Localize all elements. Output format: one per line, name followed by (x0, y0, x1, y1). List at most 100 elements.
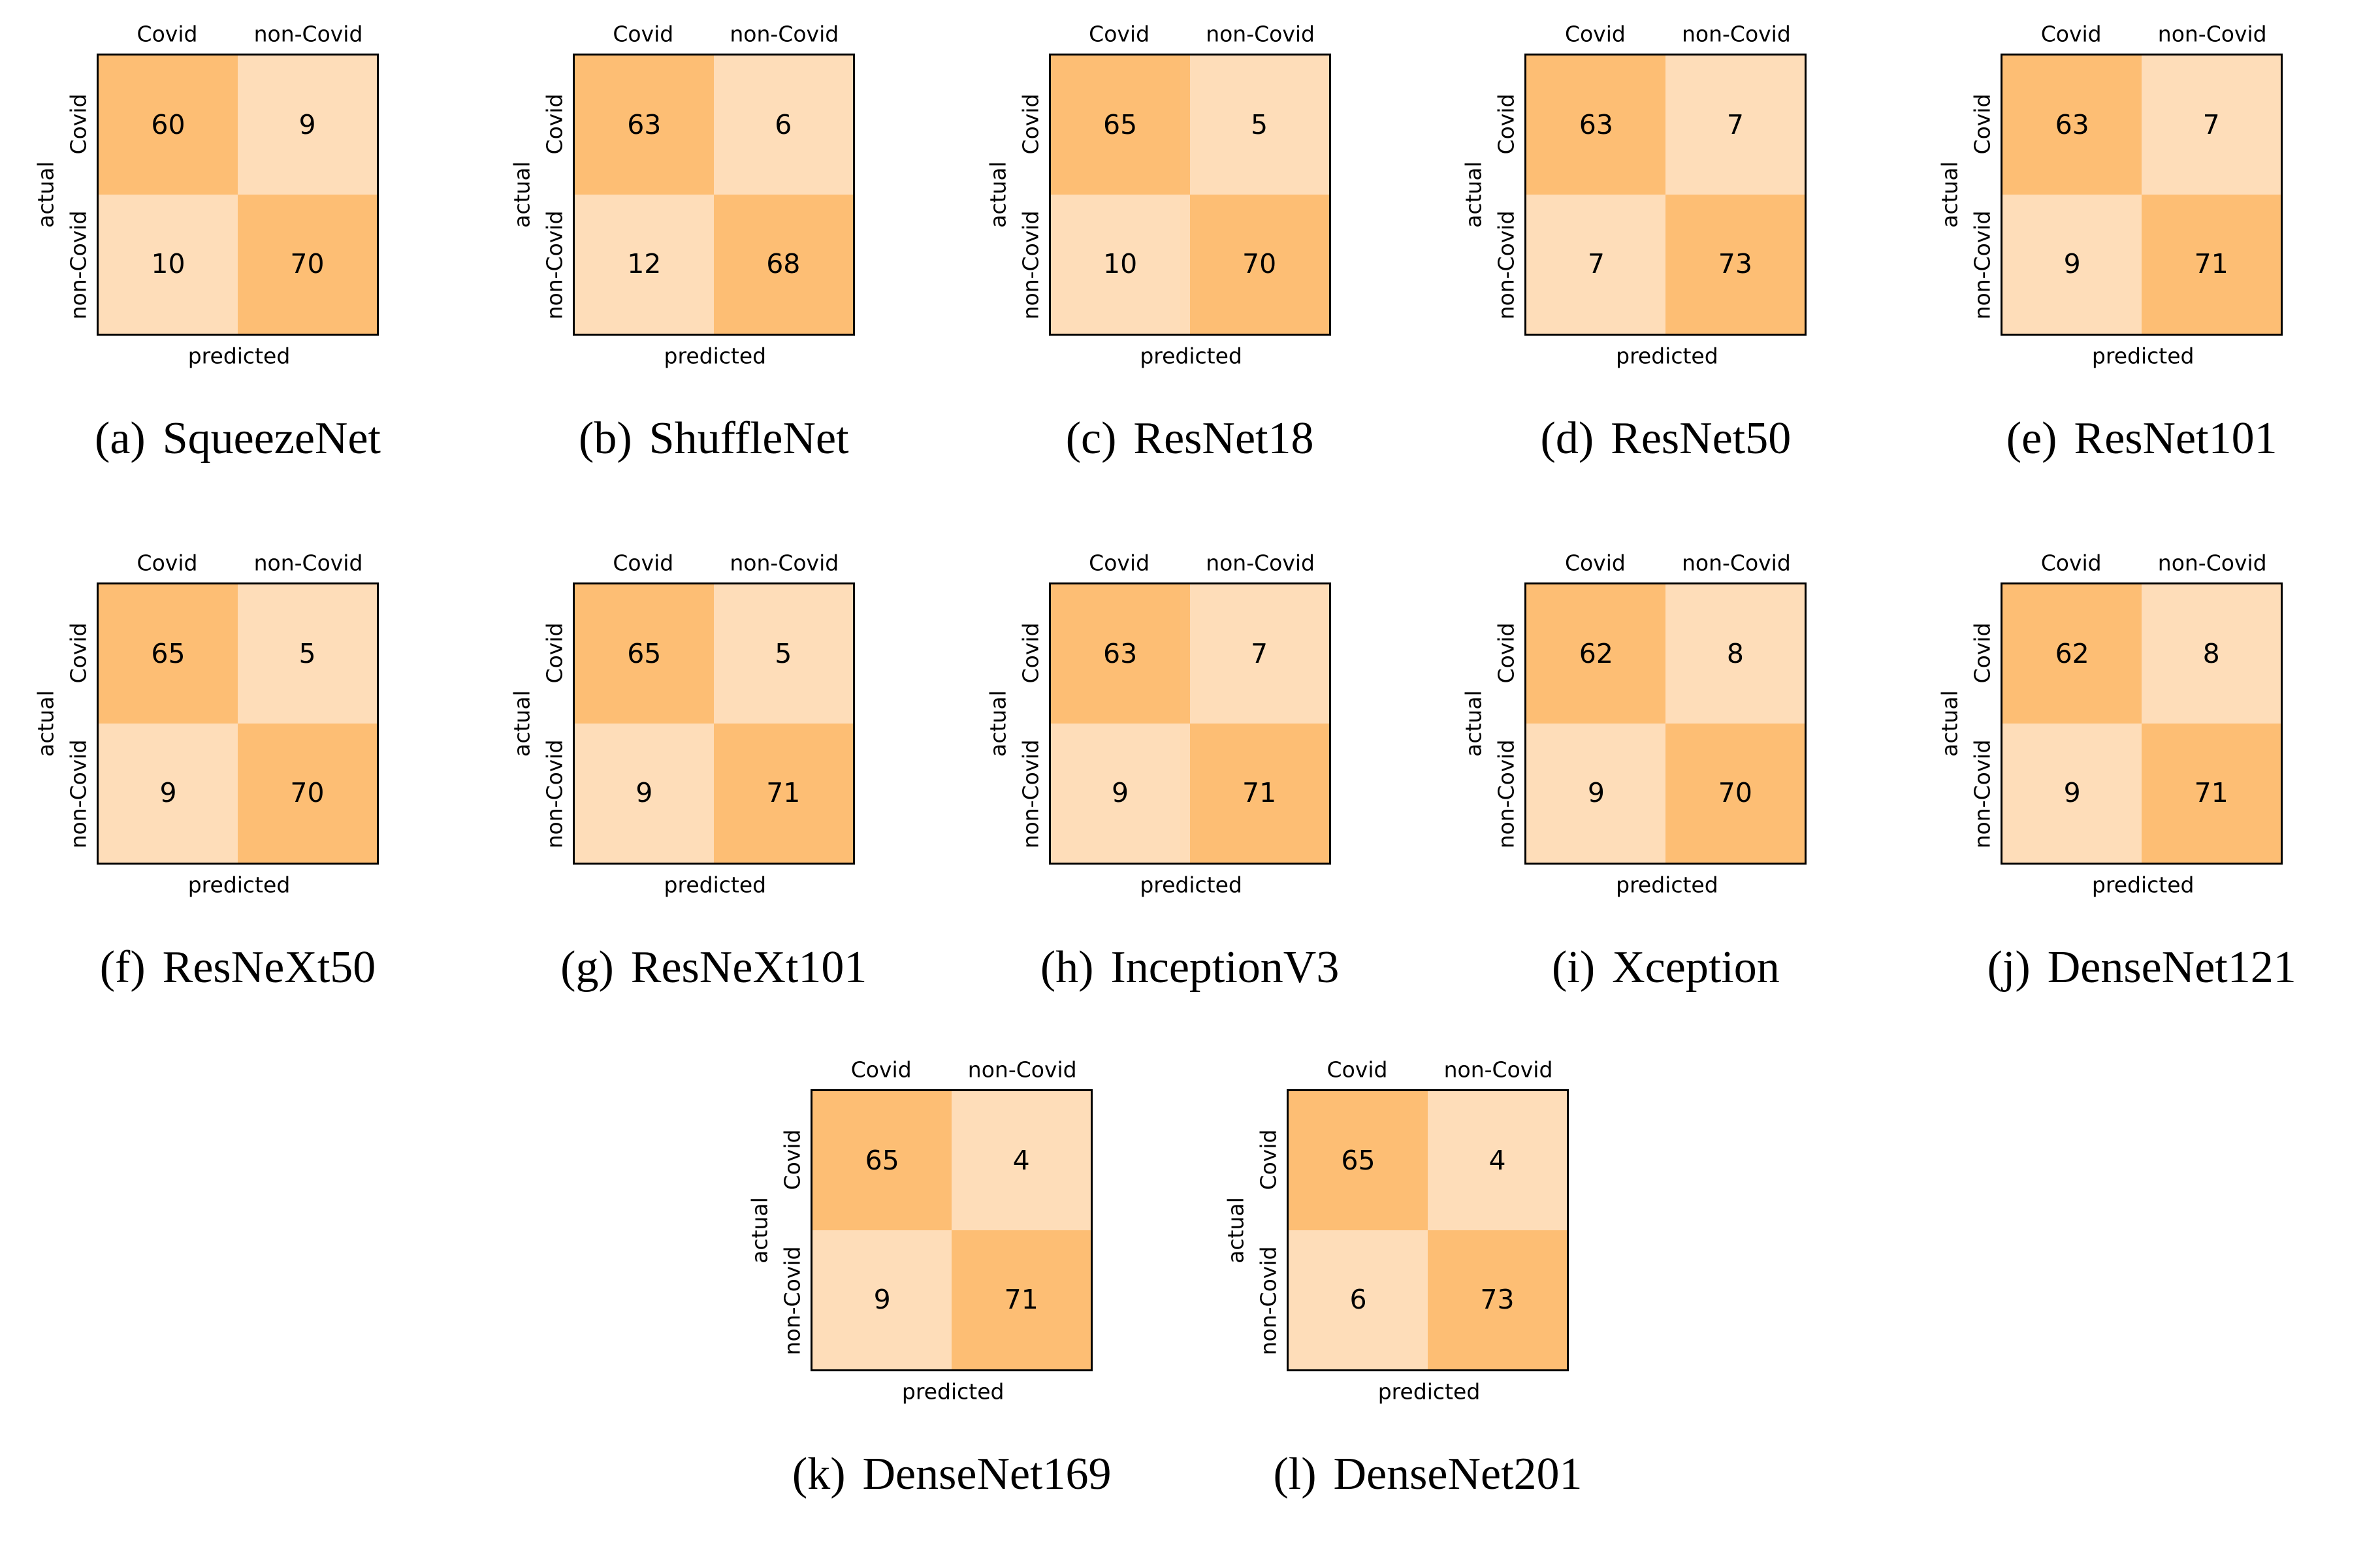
cell-actual-noncovid-pred-noncovid: 70 (238, 724, 377, 863)
subplot-caption: (k)DenseNet169 (792, 1448, 1112, 1501)
y-axis-label: actual (509, 690, 535, 757)
subplot-caption: (c)ResNet18 (1066, 413, 1314, 465)
cell-actual-covid-pred-covid: 60 (99, 56, 238, 195)
x-tick-non-covid: non-Covid (253, 550, 363, 576)
caption-model-name: DenseNet121 (2047, 942, 2296, 993)
caption-index: (d) (1540, 413, 1594, 464)
y-tick-covid: Covid (65, 622, 91, 684)
subplot-caption: (f)ResNeXt50 (100, 942, 376, 994)
cell-actual-covid-pred-noncovid: 7 (2142, 56, 2281, 195)
heatmap-grid: 63 7 9 71 (2001, 54, 2283, 336)
x-tick-non-covid: non-Covid (1206, 21, 1315, 47)
x-tick-non-covid: non-Covid (2157, 21, 2267, 47)
cell-actual-noncovid-pred-noncovid: 73 (1665, 195, 1805, 334)
confusion-matrix-b: Covid non-Covid actual Covid non-Covid 6… (476, 0, 952, 509)
x-axis-label: predicted (187, 872, 291, 898)
y-axis-label: actual (1223, 1197, 1249, 1264)
heatmap-grid: 65 4 9 71 (811, 1089, 1093, 1371)
subplot-caption: (g) ResNeXt101 (560, 942, 867, 994)
cell-actual-covid-pred-covid: 65 (99, 584, 238, 724)
y-tick-covid: Covid (1018, 622, 1044, 684)
x-axis-label: predicted (1616, 872, 1718, 898)
cell-actual-covid-pred-covid: 62 (1526, 584, 1666, 724)
cell-actual-covid-pred-noncovid: 8 (1665, 584, 1805, 724)
y-tick-covid: Covid (541, 622, 568, 684)
x-tick-covid: Covid (2040, 550, 2102, 576)
x-tick-covid: Covid (613, 550, 674, 576)
cell-actual-covid-pred-covid: 65 (1289, 1091, 1428, 1230)
heatmap-grid: 63 7 7 73 (1524, 54, 1807, 336)
x-axis-label: predicted (2091, 872, 2195, 898)
y-axis-label: actual (1460, 161, 1487, 228)
cell-actual-noncovid-pred-covid: 9 (99, 724, 238, 863)
cell-actual-noncovid-pred-noncovid: 68 (713, 195, 853, 334)
cell-actual-covid-pred-noncovid: 5 (713, 584, 853, 724)
x-axis-label: predicted (664, 343, 767, 369)
x-tick-non-covid: non-Covid (1681, 550, 1791, 576)
caption-model-name: ShuffleNet (649, 413, 849, 464)
x-tick-covid: Covid (137, 21, 198, 47)
x-axis-label: predicted (1616, 343, 1718, 369)
heatmap-grid: 65 5 10 70 (1048, 54, 1331, 336)
row-2: Covid non-Covid actual Covid non-Covid 6… (0, 529, 2380, 1038)
y-tick-non-covid: non-Covid (1493, 210, 1519, 320)
y-tick-non-covid: non-Covid (779, 1246, 805, 1356)
y-tick-covid: Covid (65, 93, 91, 155)
heatmap-grid: 60 9 10 70 (97, 54, 379, 336)
cell-actual-covid-pred-covid: 62 (2002, 584, 2142, 724)
x-tick-covid: Covid (850, 1057, 912, 1083)
subplot-caption: (b)ShuffleNet (579, 413, 849, 465)
x-tick-covid: Covid (1564, 21, 1626, 47)
cell-actual-noncovid-pred-covid: 6 (1289, 1230, 1428, 1369)
y-tick-non-covid: non-Covid (1969, 210, 1995, 320)
cell-actual-noncovid-pred-covid: 9 (812, 1230, 952, 1369)
cell-actual-covid-pred-covid: 63 (574, 56, 714, 195)
cell-actual-covid-pred-covid: 65 (1050, 56, 1190, 195)
cell-actual-covid-pred-noncovid: 5 (238, 584, 377, 724)
y-tick-non-covid: non-Covid (1255, 1246, 1281, 1356)
cell-actual-covid-pred-covid: 65 (574, 584, 714, 724)
x-tick-covid: Covid (613, 21, 674, 47)
cell-actual-noncovid-pred-covid: 9 (1526, 724, 1666, 863)
row-1: Covid non-Covid actual Covid non-Covid 6… (0, 0, 2380, 509)
confusion-matrix-d: Covid non-Covid actual Covid non-Covid 6… (1428, 0, 1904, 509)
subplot-caption: (l)DenseNet201 (1273, 1448, 1582, 1501)
y-tick-non-covid: non-Covid (541, 739, 568, 849)
caption-index: (g) (560, 942, 614, 993)
heatmap-grid: 63 7 9 71 (1048, 582, 1331, 865)
confusion-matrix-e: Covid non-Covid actual Covid non-Covid 6… (1904, 0, 2380, 509)
x-tick-non-covid: non-Covid (730, 21, 839, 47)
y-tick-non-covid: non-Covid (1969, 739, 1995, 849)
x-tick-non-covid: non-Covid (730, 550, 839, 576)
y-tick-covid: Covid (1255, 1129, 1281, 1190)
y-axis-label: actual (509, 161, 535, 228)
caption-index: (a) (95, 413, 146, 464)
cell-actual-noncovid-pred-noncovid: 71 (2142, 724, 2281, 863)
confusion-matrix-g: Covid non-Covid actual Covid non-Covid 6… (476, 529, 952, 1038)
cell-actual-covid-pred-covid: 65 (812, 1091, 952, 1230)
cell-actual-covid-pred-noncovid: 4 (1428, 1091, 1567, 1230)
x-tick-non-covid: non-Covid (967, 1057, 1077, 1083)
cell-actual-noncovid-pred-covid: 10 (1050, 195, 1190, 334)
subplot-caption: (d)ResNet50 (1541, 413, 1792, 465)
y-tick-non-covid: non-Covid (65, 210, 91, 320)
caption-model-name: DenseNet201 (1333, 1449, 1583, 1499)
caption-model-name: ResNeXt101 (630, 942, 867, 993)
cell-actual-noncovid-pred-noncovid: 70 (1189, 195, 1329, 334)
y-tick-covid: Covid (1018, 93, 1044, 155)
cell-actual-noncovid-pred-noncovid: 70 (1665, 724, 1805, 863)
x-axis-label: predicted (1140, 872, 1242, 898)
y-axis-label: actual (33, 161, 59, 228)
x-axis-label: predicted (2091, 343, 2195, 369)
y-tick-covid: Covid (1969, 622, 1995, 684)
heatmap-grid: 65 5 9 70 (97, 582, 379, 865)
caption-model-name: InceptionV3 (1110, 942, 1340, 993)
y-tick-non-covid: non-Covid (1493, 739, 1519, 849)
caption-model-name: ResNeXt50 (162, 942, 376, 993)
cell-actual-covid-pred-noncovid: 4 (952, 1091, 1091, 1230)
caption-index: (k) (792, 1449, 846, 1499)
x-tick-covid: Covid (1564, 550, 1626, 576)
cell-actual-covid-pred-noncovid: 6 (713, 56, 853, 195)
confusion-matrix-f: Covid non-Covid actual Covid non-Covid 6… (0, 529, 476, 1038)
cell-actual-covid-pred-covid: 63 (1526, 56, 1666, 195)
